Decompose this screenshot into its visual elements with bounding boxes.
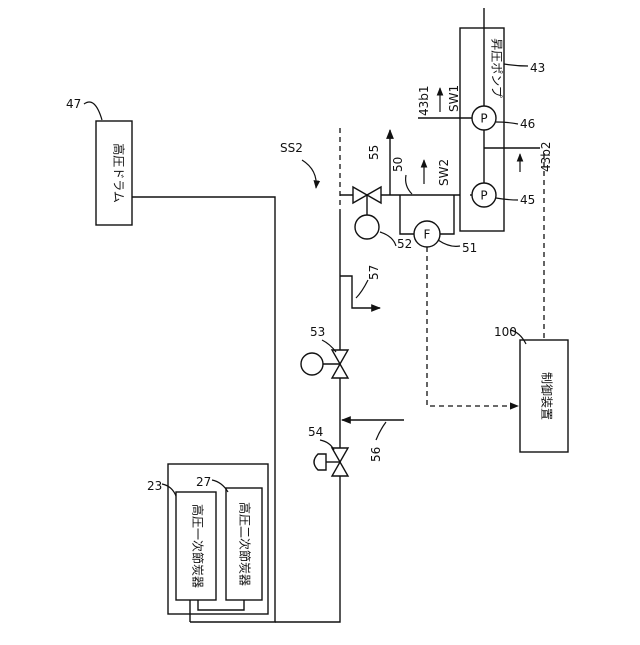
high-pressure-drum: 高圧ドラム — [96, 121, 132, 225]
ref-55-label: 55 — [367, 145, 381, 160]
valve-54 — [314, 448, 348, 476]
ref-27-label: 27 — [196, 475, 211, 489]
ref-43: 43 — [504, 61, 545, 75]
ref-45-label: 45 — [520, 193, 535, 207]
pump46-symbol: P — [480, 112, 487, 126]
ref-57: 57 — [356, 265, 381, 298]
booster-pump-label: 昇圧ポンプ — [490, 38, 504, 98]
hp-secondary-economizer: 高圧二次節炭器 — [226, 488, 262, 600]
pump45-symbol: P — [480, 189, 487, 203]
ref-47: 47 — [66, 97, 102, 120]
eco27-label: 高圧二次節炭器 — [238, 502, 253, 586]
main-pipe — [275, 210, 340, 622]
ref-52-label: 52 — [397, 237, 412, 251]
ref-43b2: 43b2 — [539, 141, 553, 172]
ref-100-label: 100 — [494, 325, 517, 339]
sw1-label: SW1 — [447, 85, 461, 112]
ss2-label: SS2 — [280, 141, 303, 155]
ref-43b1-label: 43b1 — [417, 85, 431, 116]
ref-51: 51 — [438, 240, 477, 255]
ref-43b1: 43b1 — [417, 85, 431, 116]
controller-label: 制御装置 — [540, 372, 555, 420]
booster-pump-45: P — [472, 183, 496, 207]
ref-56-label: 56 — [369, 447, 383, 462]
ref-53-label: 53 — [310, 325, 325, 339]
ref-53: 53 — [310, 325, 336, 352]
sw2-signal: SW2 — [424, 159, 451, 186]
ref-43-label: 43 — [530, 61, 545, 75]
ref-50-label: 50 — [391, 157, 405, 172]
ref-54-label: 54 — [308, 425, 323, 439]
ref-43b2-label: 43b2 — [539, 141, 553, 172]
ref-47-label: 47 — [66, 97, 81, 111]
ref-57-label: 57 — [367, 265, 381, 280]
ref-23-label: 23 — [147, 479, 162, 493]
hp-primary-economizer: 高圧一次節炭器 — [176, 492, 216, 600]
ref-55: 55 — [367, 145, 381, 160]
ref-51-label: 51 — [462, 241, 477, 255]
drum-label: 高圧ドラム — [112, 143, 127, 203]
ref-50: 50 — [391, 157, 412, 194]
control-valve-52 — [353, 187, 381, 239]
eco23-label: 高圧一次節炭器 — [191, 504, 206, 588]
controller: 制御装置 — [520, 340, 568, 452]
ss2-callout: SS2 — [280, 141, 316, 188]
booster-pump-46: P — [472, 106, 496, 130]
ref-46-label: 46 — [520, 117, 535, 131]
ref-54: 54 — [308, 425, 334, 450]
sw1-signal: SW1 — [440, 85, 461, 112]
sw2-label: SW2 — [437, 159, 451, 186]
ref-56: 56 — [369, 422, 386, 462]
ref-52: 52 — [380, 232, 412, 251]
flowmeter-51: F — [414, 221, 440, 247]
control-valve-53 — [301, 350, 348, 378]
flowmeter-symbol: F — [424, 228, 431, 242]
